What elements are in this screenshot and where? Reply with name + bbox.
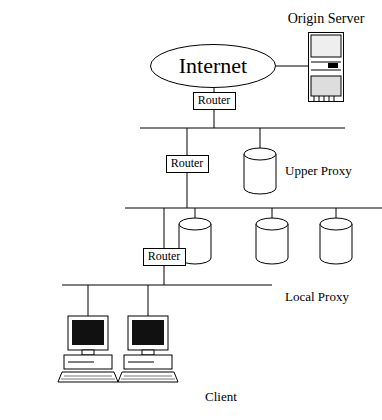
bus-line bbox=[140, 128, 345, 129]
router-box: Router bbox=[193, 92, 236, 110]
node-text: Router bbox=[198, 94, 231, 107]
server-heading: Origin Server bbox=[288, 11, 365, 26]
node-text: Internet bbox=[179, 54, 247, 78]
upper-proxy bbox=[244, 148, 276, 194]
local-proxy bbox=[256, 218, 288, 264]
client-computer bbox=[118, 316, 178, 382]
node-text: Router bbox=[171, 157, 204, 170]
origin-server: Origin Server bbox=[308, 32, 344, 102]
router-box: Router bbox=[143, 248, 186, 266]
node-text: Router bbox=[148, 250, 181, 263]
router-box: Router bbox=[166, 155, 209, 173]
local-proxy bbox=[320, 218, 352, 264]
part-label: Local Proxy bbox=[284, 290, 350, 304]
part-label: Client bbox=[204, 390, 238, 404]
network-link bbox=[276, 66, 308, 67]
internet-cloud: Internet bbox=[150, 44, 276, 88]
part-label: Upper Proxy bbox=[284, 164, 353, 178]
client-computer bbox=[58, 316, 118, 382]
bus-line bbox=[62, 285, 272, 286]
server-illustration bbox=[308, 32, 344, 102]
